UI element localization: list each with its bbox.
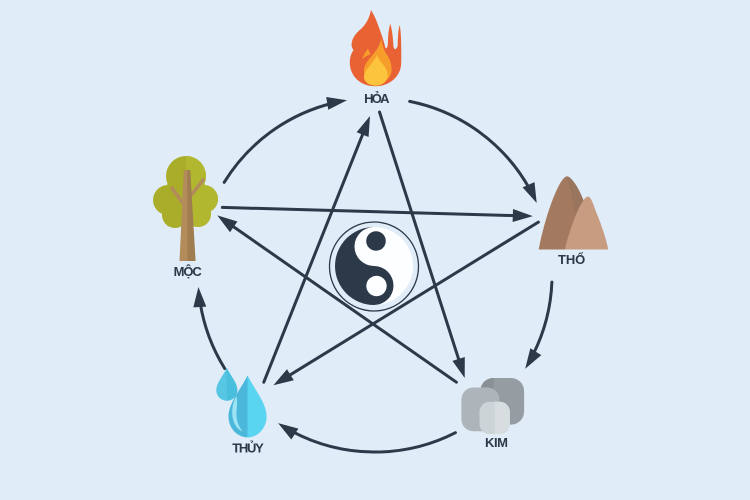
svg-text:KIM: KIM <box>485 435 508 450</box>
svg-text:HỎA: HỎA <box>364 91 390 106</box>
svg-text:THỦY: THỦY <box>232 441 264 456</box>
svg-text:MỘC: MỘC <box>174 264 203 279</box>
svg-text:THỔ: THỔ <box>558 252 585 267</box>
